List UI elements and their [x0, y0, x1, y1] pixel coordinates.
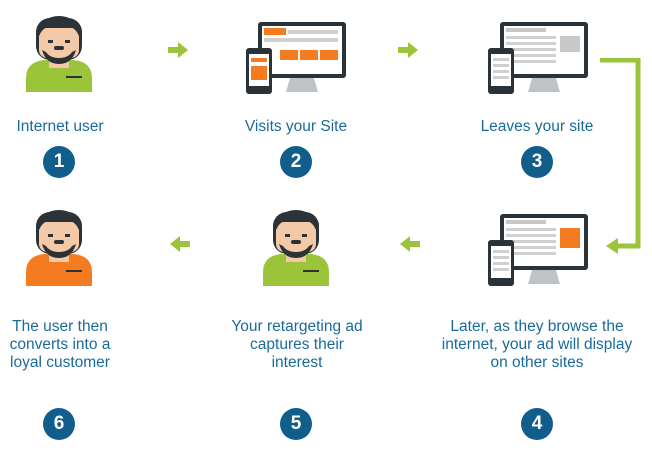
step-4-number: 4 — [521, 408, 553, 440]
arrow-down-left-icon — [600, 58, 641, 254]
devices-leave-icon — [488, 22, 588, 94]
step-3-label: Leaves your site — [480, 118, 594, 135]
devices-site-icon — [246, 22, 346, 94]
user-icon — [26, 16, 92, 92]
step-6-label: The user then converts into a loyal cust… — [9, 318, 111, 371]
user-icon — [263, 210, 329, 286]
arrow-left-icon — [400, 236, 420, 252]
step-3-number: 3 — [521, 146, 553, 178]
step-5-number: 5 — [280, 408, 312, 440]
step-6-number: 6 — [43, 408, 75, 440]
arrow-right-icon — [168, 42, 188, 58]
arrow-right-icon — [398, 42, 418, 58]
step-2-number: 2 — [280, 146, 312, 178]
customer-icon — [26, 210, 92, 286]
devices-ad-icon — [488, 214, 588, 286]
step-4-label: Later, as they browse the internet, your… — [441, 318, 633, 371]
step-5-label: Your retargeting ad captures their inter… — [231, 318, 363, 371]
step-1-number: 1 — [43, 146, 75, 178]
step-2-label: Visits your Site — [244, 118, 348, 135]
step-1-label: Internet user — [16, 118, 104, 135]
arrow-left-icon — [170, 236, 190, 252]
